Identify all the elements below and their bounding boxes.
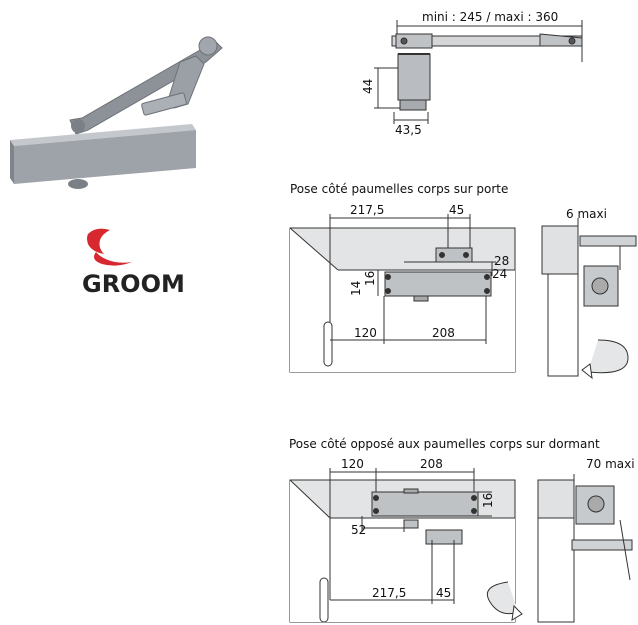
- arm-range-label: mini : 245 / maxi : 360: [422, 10, 558, 24]
- dim-120-a: 120: [354, 326, 377, 340]
- dim-208-b: 208: [420, 457, 443, 471]
- side-gap-a: 6 maxi: [566, 207, 607, 221]
- top-view-diagram: [374, 20, 583, 124]
- install-a-caption: Pose côté paumelles corps sur porte: [290, 182, 508, 196]
- dim-52-b: 52: [351, 523, 366, 537]
- side-gap-b: 70 maxi: [586, 457, 635, 471]
- dim-24-a: 24: [492, 267, 507, 281]
- dim-217-5-b: 217,5: [372, 586, 406, 600]
- dim-217-5-a: 217,5: [350, 203, 384, 217]
- dim-45-a: 45: [449, 203, 464, 217]
- dim-14-a: 14: [349, 281, 363, 296]
- brand-logo: GROOM: [82, 228, 185, 298]
- dim-28-a: 28: [494, 254, 509, 268]
- install-b-side-view: [486, 474, 633, 623]
- width-label: 43,5: [395, 123, 422, 137]
- dim-120-b: 120: [341, 457, 364, 471]
- brand-name: GROOM: [82, 270, 185, 298]
- install-a-side-view: [541, 218, 637, 380]
- dim-208-a: 208: [432, 326, 455, 340]
- install-a-front-view: [289, 214, 516, 373]
- dim-16-b: 16: [481, 493, 495, 508]
- height-label: 44: [361, 79, 375, 94]
- dim-45-b: 45: [436, 586, 451, 600]
- door-closer-icon: [10, 36, 223, 189]
- dim-16-a: 16: [363, 271, 377, 286]
- install-b-caption: Pose côté opposé aux paumelles corps sur…: [289, 437, 600, 451]
- install-b-front-view: [289, 468, 516, 623]
